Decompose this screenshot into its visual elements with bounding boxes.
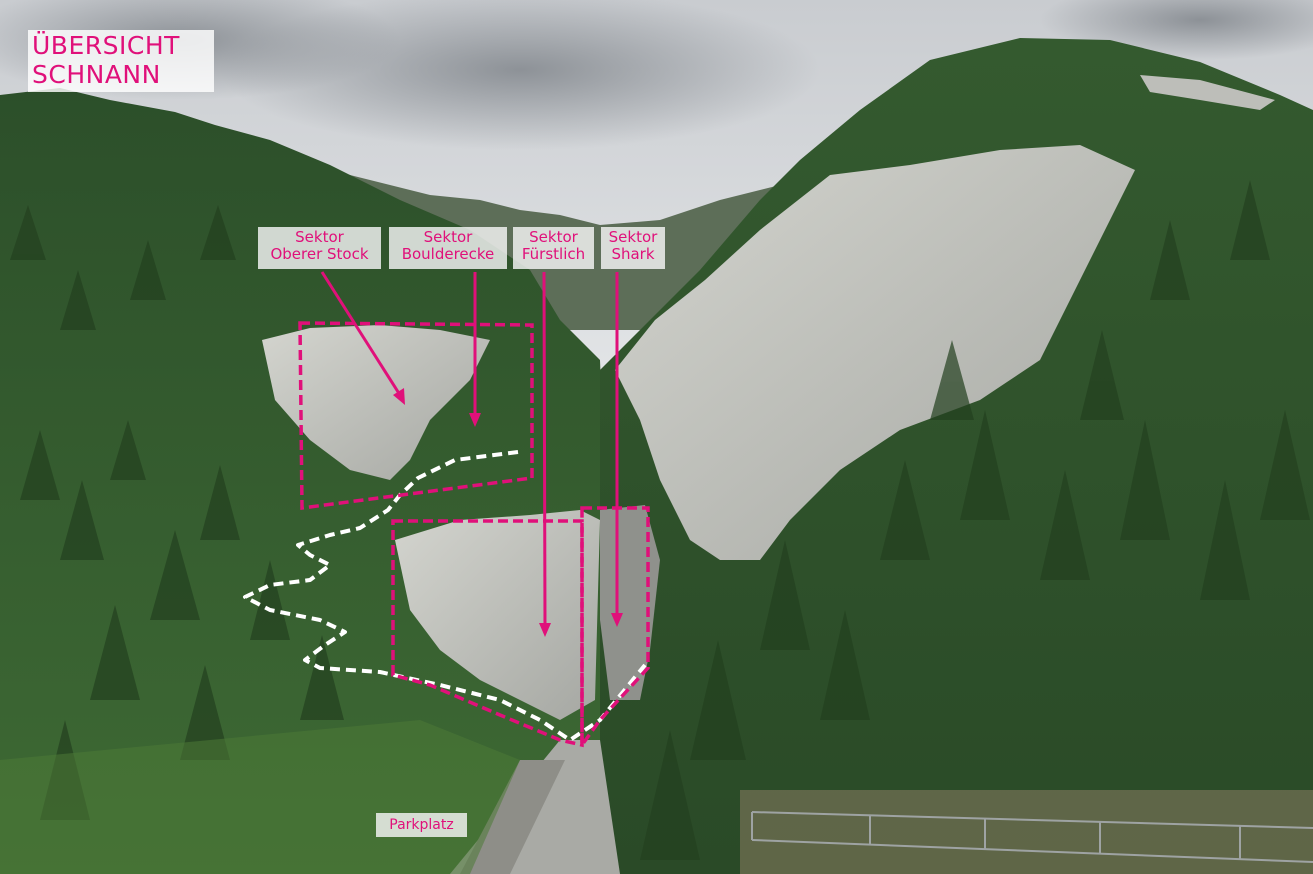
sector-label-line1: Sektor bbox=[295, 228, 344, 246]
sector-label-oberer-stock: Sektor Oberer Stock bbox=[258, 227, 381, 269]
gorge-wall bbox=[395, 510, 600, 720]
overview-title-line2: SCHNANN bbox=[32, 59, 161, 89]
sector-box-shark bbox=[580, 506, 650, 751]
sector-label-line2: Oberer Stock bbox=[270, 245, 369, 264]
sector-label-line2: Fürstlich bbox=[521, 245, 586, 264]
right-cliff bbox=[615, 145, 1135, 560]
sector-label-fuerstlich: Sektor Fürstlich bbox=[513, 227, 594, 269]
arrow-oberer-stock bbox=[320, 271, 402, 396]
sector-label-line1: Sektor bbox=[608, 228, 658, 246]
sector-box-upper bbox=[298, 321, 534, 510]
approach-path bbox=[243, 450, 647, 742]
sector-label-line2: Boulderecke bbox=[401, 245, 495, 264]
stone-wall bbox=[460, 760, 565, 874]
sector-label-boulderecke: Sektor Boulderecke bbox=[389, 227, 507, 269]
overview-title: ÜBERSICHT SCHNANN bbox=[28, 30, 214, 92]
fence bbox=[751, 811, 1313, 863]
tree-texture bbox=[10, 180, 1310, 860]
clearing bbox=[740, 790, 1313, 874]
gorge-wall-right bbox=[600, 505, 660, 700]
left-cliff bbox=[262, 325, 490, 480]
sector-arrows bbox=[320, 271, 623, 637]
top-rocks bbox=[1140, 75, 1275, 110]
parking-label: Parkplatz bbox=[376, 813, 467, 837]
overview-title-line1: ÜBERSICHT bbox=[32, 31, 180, 60]
arrow-fuerstlich bbox=[542, 271, 547, 626]
sector-label-line1: Sektor bbox=[423, 228, 473, 246]
sector-label-shark: Sektor Shark bbox=[601, 227, 665, 269]
sector-label-line1: Sektor bbox=[529, 228, 578, 246]
sector-boxes bbox=[298, 321, 650, 751]
sector-label-line2: Shark bbox=[611, 245, 655, 264]
